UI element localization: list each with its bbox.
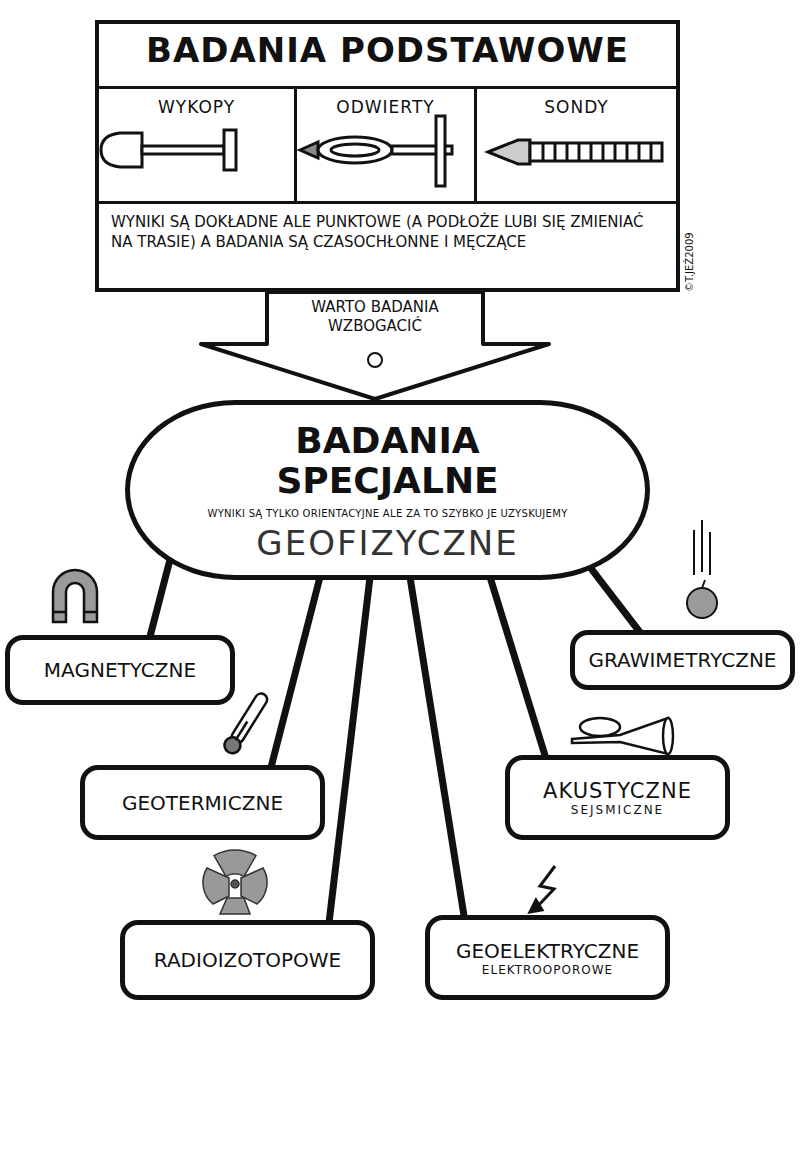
method-label: SONDY [477, 97, 676, 117]
branch-line [271, 577, 320, 767]
method-label: RADIOIZOTOPOWE [154, 948, 341, 972]
method-label: ODWIERTY [297, 97, 474, 117]
title-text: BADANIA PODSTAWOWE [99, 30, 676, 70]
method-box: GEOELEKTRYCZNEELEKTROOPOROWE [425, 915, 670, 1000]
method-box: GEOTERMICZNE [80, 765, 325, 840]
branch-line [329, 577, 370, 922]
branch-line [490, 577, 546, 757]
probe-segment [626, 143, 629, 161]
branch-line [410, 577, 464, 917]
method-cell: WYKOPY [99, 86, 294, 204]
method-label: GEOELEKTRYCZNE [456, 939, 639, 963]
note-text: WYNIKI SĄ DOKŁADNE ALE PUNKTOWE (A PODŁO… [111, 212, 659, 253]
probe-segment [602, 143, 605, 161]
probe-segment [590, 143, 593, 161]
probe-segment [542, 143, 545, 161]
method-label: MAGNETYCZNE [44, 658, 196, 682]
magnet-icon [53, 570, 97, 622]
probe-segment [638, 143, 641, 161]
probe-segment [578, 143, 581, 161]
method-label: AKUSTYCZNE [543, 779, 692, 803]
probe-segment [566, 143, 569, 161]
method-cell: ODWIERTY [294, 86, 474, 204]
method-sublabel: SEJSMICZNE [571, 803, 664, 817]
basic-research-box: BADANIA PODSTAWOWE WYNIKI SĄ DOKŁADNE ALE… [95, 20, 680, 292]
arrow-shape [201, 292, 549, 399]
probe-icon [488, 140, 662, 164]
branch-line [590, 567, 640, 632]
method-label: GRAWIMETRYCZNE [589, 648, 777, 672]
subtitle-text: GEOFIZYCZNE [130, 523, 645, 563]
radiation-icon [203, 850, 267, 914]
copyright-note: ©T.JEŻ2009 [684, 232, 695, 292]
apple-icon [687, 520, 717, 618]
title-text: BADANIA SPECJALNE [235, 421, 540, 502]
method-label: WYKOPY [99, 97, 294, 117]
lightning-icon [530, 866, 555, 912]
method-label: GEOTERMICZNE [122, 791, 283, 815]
method-box: MAGNETYCZNE [5, 635, 235, 705]
probe-segment [554, 143, 557, 161]
big-arrow: WARTO BADANIA WZBOGACIĆ [195, 292, 555, 402]
special-research-oval: BADANIA SPECJALNE WYNIKI SĄ TYLKO ORIENTA… [125, 400, 650, 580]
method-box: RADIOIZOTOPOWE [120, 920, 375, 1000]
method-cell: SONDY [474, 86, 676, 204]
branch-line [150, 560, 170, 637]
circle-mark [368, 353, 382, 367]
shovel-icon [101, 130, 236, 170]
auger-icon [300, 116, 452, 186]
arrow-text: WARTO BADANIA WZBOGACIĆ [295, 298, 455, 336]
probe-segment [614, 143, 617, 161]
method-box: GRAWIMETRYCZNE [570, 630, 795, 690]
probe-segment [650, 143, 653, 161]
horn-icon [572, 718, 673, 754]
method-sublabel: ELEKTROOPOROWE [482, 963, 613, 977]
method-box: AKUSTYCZNESEJSMICZNE [505, 755, 730, 840]
note-text: WYNIKI SĄ TYLKO ORIENTACYJNE ALE ZA TO S… [170, 508, 605, 519]
